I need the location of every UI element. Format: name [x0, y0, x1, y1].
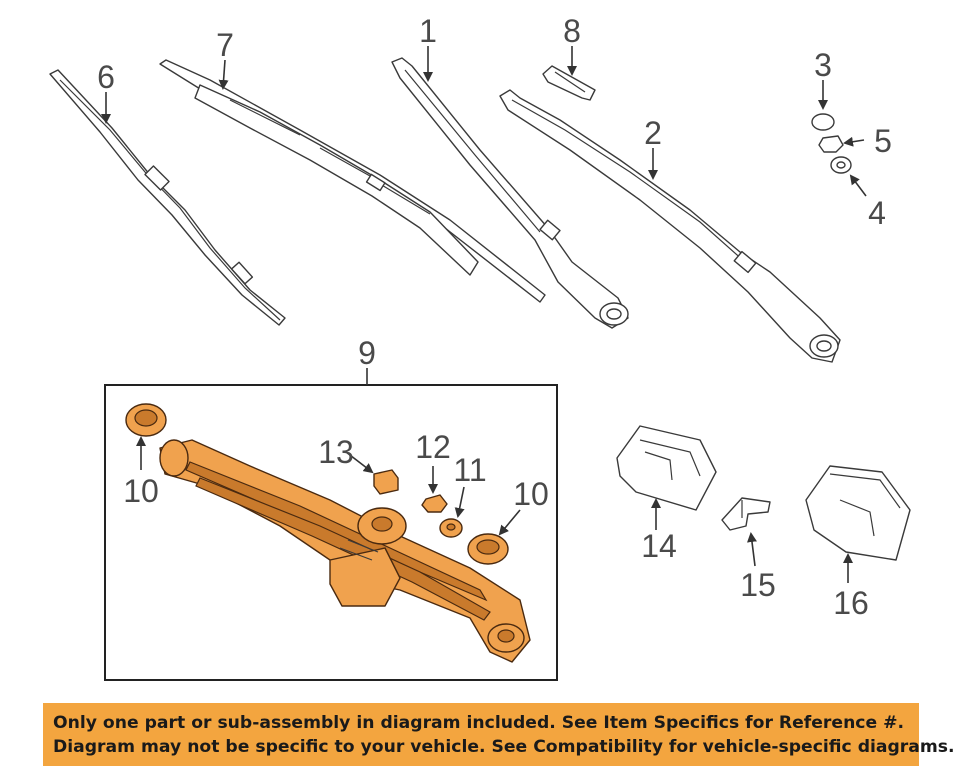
callout-15: 15	[740, 567, 776, 603]
part-5-nut	[818, 135, 844, 153]
part-9-linkage-assembly	[159, 439, 531, 663]
callout-7: 7	[216, 27, 234, 63]
callout-1: 1	[419, 13, 437, 49]
part-2-wiper-arm	[499, 89, 841, 363]
part-3-cap	[811, 113, 835, 131]
callout-13: 13	[318, 434, 354, 470]
part-10-grommet-right	[467, 533, 509, 565]
part-15-clip	[721, 497, 771, 531]
part-13-bushing	[373, 469, 399, 495]
part-14-bracket	[616, 425, 717, 511]
callout-9: 9	[358, 335, 376, 371]
part-16-cover	[805, 465, 911, 561]
part-6-wiper-blade	[49, 69, 286, 326]
part-1-wiper-arm	[391, 57, 629, 329]
assembly-frame	[104, 384, 558, 681]
disclaimer-line-1: Only one part or sub-assembly in diagram…	[53, 713, 905, 733]
callout-12: 12	[415, 429, 451, 465]
callout-4: 4	[868, 195, 886, 231]
callout-10-left: 10	[123, 473, 159, 509]
disclaimer-line-2: Diagram may not be specific to your vehi…	[53, 737, 955, 757]
disclaimer-banner: Only one part or sub-assembly in diagram…	[43, 703, 955, 766]
part-12-nut	[421, 494, 448, 513]
callout-11: 11	[453, 452, 486, 488]
part-4-washer	[830, 156, 852, 174]
callout-10-right: 10	[513, 476, 549, 512]
part-7-wiper-blade	[159, 59, 546, 303]
callout-2: 2	[644, 115, 662, 151]
part-11-washer	[439, 518, 463, 538]
callout-5: 5	[874, 123, 892, 159]
callout-16: 16	[833, 585, 869, 621]
callout-8: 8	[563, 13, 581, 49]
part-8-clip	[542, 65, 596, 101]
callout-14: 14	[641, 528, 677, 564]
leader-lines	[101, 46, 867, 583]
callout-6: 6	[97, 59, 115, 95]
callout-3: 3	[814, 47, 832, 83]
part-10-grommet-left	[125, 403, 167, 437]
